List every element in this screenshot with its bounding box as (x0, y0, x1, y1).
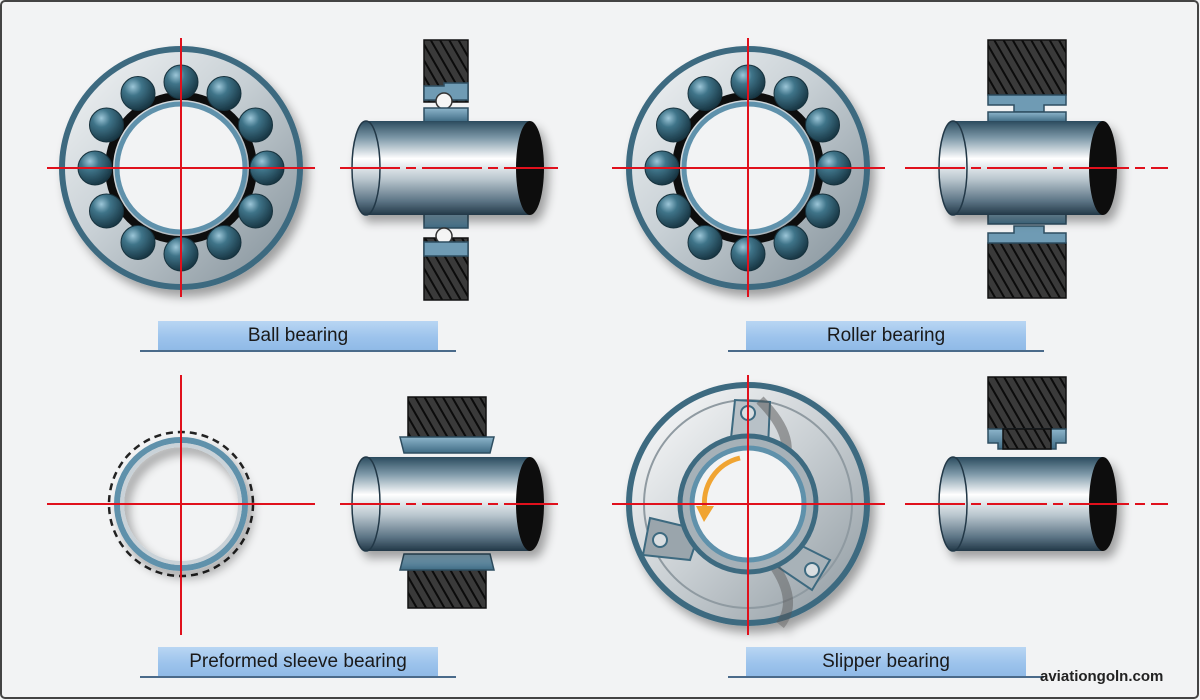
rotation-arrow (701, 455, 741, 511)
caption-slipper-bearing: Slipper bearing (746, 647, 1026, 677)
rolling-element (656, 193, 691, 229)
rolling-element (206, 76, 242, 111)
caption-underline (140, 676, 456, 678)
rolling-element (238, 193, 273, 229)
caption-underline (728, 350, 1044, 352)
caption-underline (140, 350, 456, 352)
rolling-element (805, 193, 840, 229)
rolling-element (120, 225, 156, 260)
caption-sleeve-bearing: Preformed sleeve bearing (158, 647, 438, 677)
rolling-element (238, 107, 273, 143)
rolling-element (687, 225, 723, 260)
caption-roller-bearing: Roller bearing (746, 321, 1026, 351)
ball-section-top (435, 92, 453, 110)
watermark: aviationgoln.com (1040, 668, 1164, 685)
rolling-element (773, 225, 809, 260)
center-lines (47, 38, 1168, 635)
ball-set (77, 64, 285, 272)
rolling-element (89, 107, 124, 143)
caption-underline (728, 676, 1044, 678)
rolling-element (206, 225, 242, 260)
rolling-element (805, 107, 840, 143)
rolling-element (120, 76, 156, 111)
rolling-element (687, 76, 723, 111)
rolling-element (773, 76, 809, 111)
rolling-element (656, 107, 691, 143)
caption-ball-bearing: Ball bearing (158, 321, 438, 351)
rolling-element (89, 193, 124, 229)
